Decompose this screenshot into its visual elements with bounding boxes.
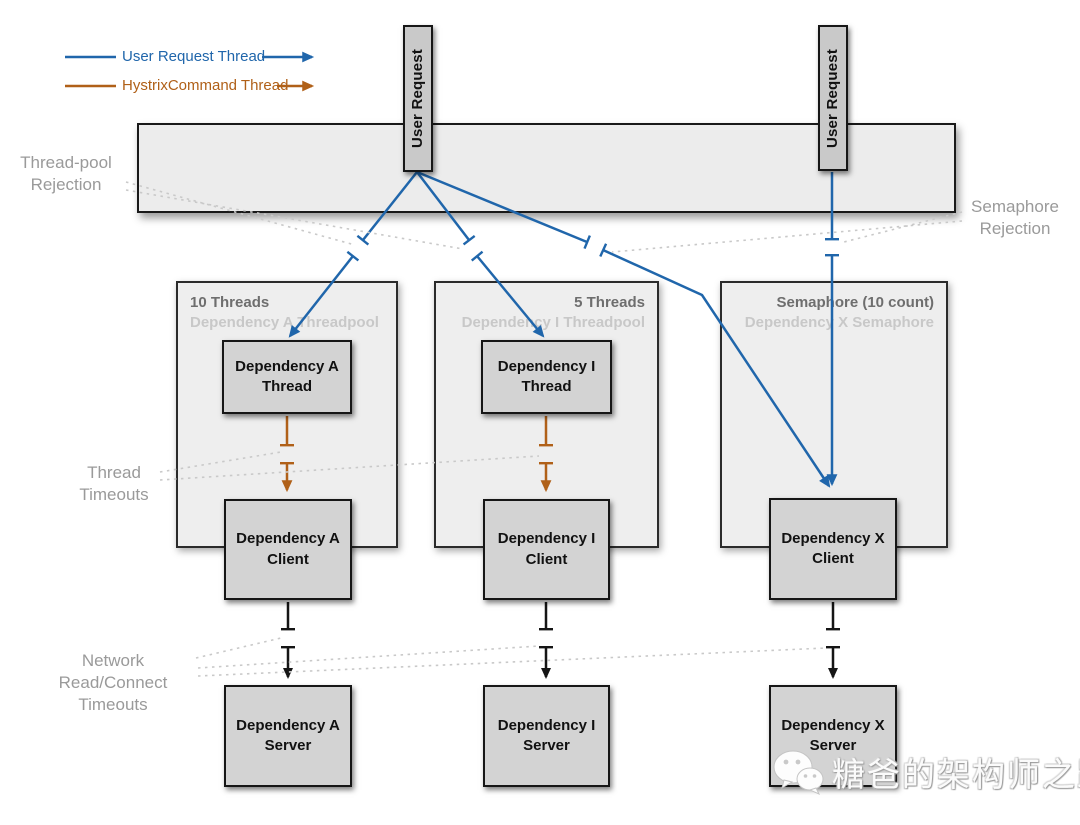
- dependency-x-client-box: Dependency X Client: [769, 498, 897, 600]
- node-line1: Dependency I: [497, 530, 596, 548]
- node-line1: Dependency X: [781, 529, 885, 547]
- dependency-x-server-box: Dependency X Server: [769, 685, 897, 787]
- container-subtitle: Dependency A Threadpool: [190, 314, 379, 332]
- user-request-box-2: User Request: [818, 25, 848, 171]
- legend-hystrix-command-thread: HystrixCommand Thread: [122, 77, 289, 94]
- container-subtitle: Dependency I Threadpool: [461, 314, 645, 332]
- dependency-a-server-box: Dependency A Server: [224, 685, 352, 787]
- user-request-label: User Request: [409, 48, 427, 149]
- user-request-label: User Request: [824, 48, 842, 148]
- thread-timeouts-label: Thread Timeouts: [79, 463, 149, 504]
- node-line1: Dependency I: [497, 716, 596, 734]
- node-line2: Client: [812, 550, 854, 567]
- container-subtitle: Dependency X Semaphore: [744, 314, 934, 332]
- node-line2: Server: [264, 737, 312, 754]
- node-line1: Dependency I: [497, 357, 596, 375]
- wechat-icon: [773, 750, 824, 796]
- threadpool-rejection-label: Thread-pool Rejection: [20, 153, 112, 194]
- node-line2: Thread: [521, 378, 572, 395]
- node-line1: Dependency A: [236, 716, 340, 734]
- container-title: Semaphore (10 count): [776, 294, 934, 311]
- node-line1: Dependency A: [235, 357, 339, 375]
- node-line2: Client: [267, 550, 309, 568]
- dependency-a-thread-box: Dependency A Thread: [222, 340, 352, 414]
- dependency-a-client-box: Dependency A Client: [224, 499, 352, 600]
- watermark: 糖爸的架构师之路: [772, 748, 1080, 796]
- node-line2: Thread: [261, 378, 312, 395]
- semaphore-rejection-label: Semaphore Rejection: [971, 197, 1059, 238]
- legend-user-request-thread: User Request Thread: [122, 48, 266, 65]
- node-line1: Dependency X: [781, 716, 885, 734]
- container-title: 10 Threads: [190, 294, 270, 311]
- container-title: 5 Threads: [574, 294, 645, 311]
- user-request-box-1: User Request: [403, 25, 433, 172]
- watermark-text: 糖爸的架构师之路: [832, 756, 1080, 793]
- node-line2: Client: [525, 550, 568, 568]
- dependency-i-thread-box: Dependency I Thread: [481, 340, 612, 414]
- network-timeouts-label: Network Read/Connect Timeouts: [58, 651, 168, 714]
- dependency-i-client-box: Dependency I Client: [483, 499, 610, 600]
- dependency-i-server-box: Dependency I Server: [483, 685, 610, 787]
- node-line2: Server: [523, 737, 570, 754]
- node-line1: Dependency A: [236, 530, 340, 548]
- node-line2: Server: [809, 737, 857, 754]
